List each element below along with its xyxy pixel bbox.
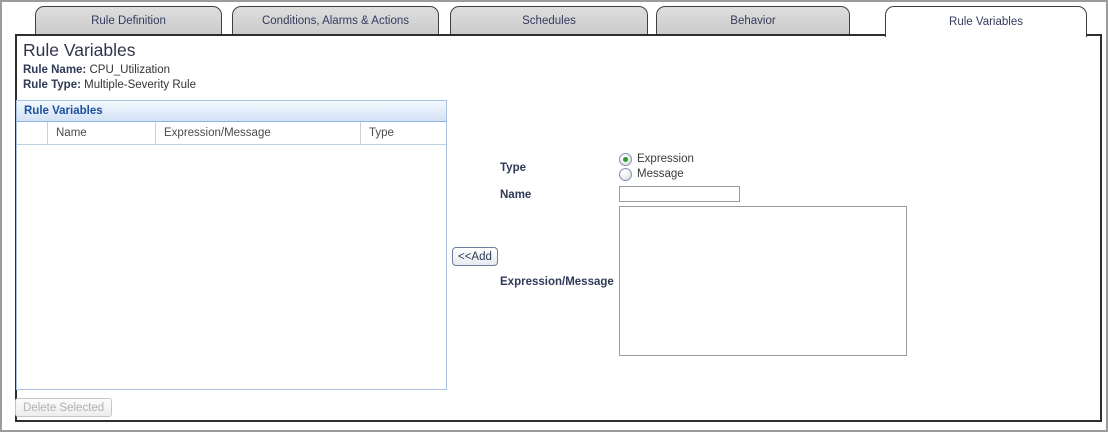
name-input[interactable] (619, 186, 740, 202)
type-label: Type (500, 162, 526, 174)
name-label: Name (500, 189, 532, 201)
column-header-select (17, 122, 48, 144)
delete-selected-button[interactable]: Delete Selected (15, 398, 113, 417)
tab-rule-variables[interactable]: Rule Variables (885, 6, 1087, 37)
rule-type-line: Rule Type: Multiple-Severity Rule (23, 79, 196, 91)
tab-rule-definition[interactable]: Rule Definition (35, 6, 222, 34)
rule-type-label: Rule Type: (23, 79, 81, 91)
radio-message[interactable] (619, 167, 632, 181)
add-button[interactable]: <<Add (452, 247, 498, 266)
rule-name-label: Rule Name: (23, 64, 87, 76)
tab-schedules[interactable]: Schedules (450, 6, 648, 34)
tab-label: Rule Definition (91, 14, 166, 27)
radio-expression-selected[interactable] (619, 152, 632, 166)
tab-label: Conditions, Alarms & Actions (261, 14, 409, 27)
expression-message-label: Expression/Message (500, 276, 614, 288)
rule-variables-table: Rule Variables Name Expression/Message T… (16, 100, 447, 390)
type-option-expression[interactable]: Expression (619, 152, 694, 166)
column-header-expression-message: Expression/Message (156, 122, 361, 144)
expression-message-textarea[interactable] (619, 206, 907, 356)
tab-label: Rule Variables (949, 16, 1023, 28)
tab-label: Schedules (522, 14, 576, 27)
radio-message-label: Message (637, 168, 684, 180)
page-title: Rule Variables (23, 40, 136, 60)
column-header-name: Name (48, 122, 156, 144)
table-title: Rule Variables (17, 101, 446, 122)
type-option-message[interactable]: Message (619, 167, 684, 181)
tab-behavior[interactable]: Behavior (656, 6, 850, 34)
tab-conditions-alarms-actions[interactable]: Conditions, Alarms & Actions (232, 6, 439, 34)
rule-type-value: Multiple-Severity Rule (84, 79, 196, 91)
tab-label: Behavior (730, 14, 776, 27)
radio-expression-label: Expression (637, 153, 694, 165)
table-header-row: Name Expression/Message Type (17, 122, 446, 145)
table-body-empty (17, 145, 446, 389)
rule-name-value: CPU_Utilization (89, 64, 171, 76)
column-header-type: Type (369, 127, 394, 139)
rule-name-line: Rule Name: CPU_Utilization (23, 64, 170, 76)
